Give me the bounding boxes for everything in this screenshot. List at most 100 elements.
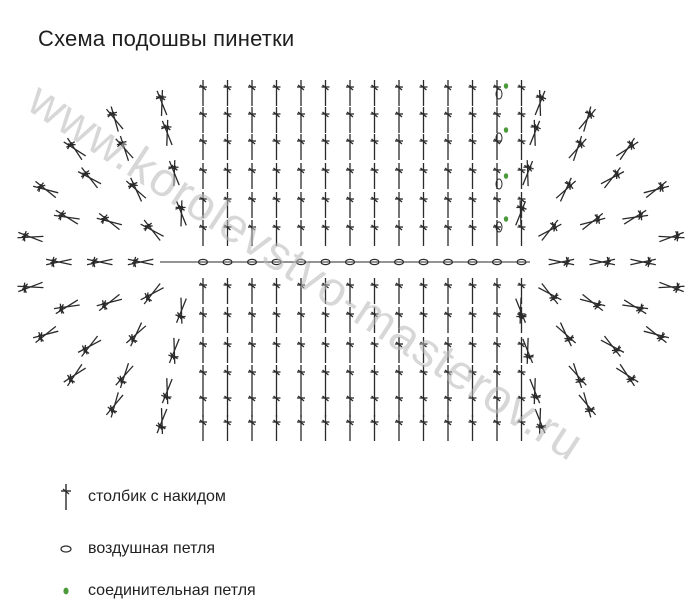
increase-stitch: [659, 281, 684, 294]
double-crochet-stitch: [272, 307, 281, 333]
double-crochet-stitch: [223, 192, 232, 218]
increase-stitch: [175, 298, 187, 323]
double-crochet-stitch: [272, 134, 281, 160]
double-crochet-stitch: [419, 278, 428, 304]
double-crochet-stitch: [444, 163, 452, 189]
double-crochet-stitch: [395, 220, 403, 246]
increase-stitch: [53, 303, 80, 312]
double-crochet-stitch: [248, 107, 256, 133]
double-crochet-stitch: [248, 415, 256, 441]
increase-stitch: [534, 90, 547, 116]
double-crochet-stitch: [517, 163, 526, 189]
double-crochet-stitch: [517, 80, 526, 106]
double-crochet-stitch: [272, 220, 281, 246]
increase-stitch: [522, 160, 534, 186]
double-crochet-stitch: [419, 192, 428, 218]
increase-stitch: [158, 89, 167, 116]
double-crochet-stitch: [493, 278, 501, 304]
double-crochet-stitch: [321, 278, 330, 304]
legend-item-chain-stitch: воздушная петля: [54, 534, 215, 564]
double-crochet-stitch: [248, 220, 256, 246]
double-crochet-stitch: [223, 365, 232, 391]
double-crochet-stitch: [321, 192, 330, 218]
double-crochet-stitch: [223, 337, 232, 363]
double-crochet-stitch: [297, 220, 305, 246]
double-crochet-stitch: [468, 365, 477, 391]
double-crochet-stitch: [468, 163, 477, 189]
double-crochet-stitch: [297, 365, 305, 391]
double-crochet-stitch: [321, 307, 330, 333]
double-crochet-stitch: [346, 163, 354, 189]
double-crochet-stitch: [370, 134, 379, 160]
double-crochet-stitch: [517, 365, 526, 391]
double-crochet-stitch: [248, 80, 256, 106]
double-crochet-stitch: [395, 307, 403, 333]
increase-stitch: [63, 367, 87, 383]
double-crochet-stitch: [346, 278, 354, 304]
double-crochet-stitch: [419, 365, 428, 391]
double-crochet-stitch: [346, 220, 354, 246]
double-crochet-stitch: [321, 163, 330, 189]
increase-stitch: [177, 200, 186, 227]
double-crochet-stitch: [493, 163, 501, 189]
double-crochet-stitch: [370, 163, 379, 189]
double-crochet-stitch: [395, 391, 403, 417]
increase-stitch: [86, 256, 113, 266]
increase-stitch: [630, 258, 656, 268]
double-crochet-stitch: [297, 337, 305, 363]
double-crochet-stitch: [272, 80, 281, 106]
double-crochet-stitch: [370, 337, 379, 363]
double-crochet-stitch: [493, 415, 501, 441]
increase-stitch: [168, 338, 180, 364]
chain-stitch-icon: [54, 534, 78, 564]
double-crochet-stitch: [468, 415, 477, 441]
double-crochet-stitch: [370, 307, 379, 333]
double-crochet-stitch: [223, 278, 232, 304]
double-crochet-stitch: [419, 220, 428, 246]
double-crochet-stitch: [272, 365, 281, 391]
double-crochet-stitch: [272, 415, 281, 441]
double-crochet-stitch: [493, 192, 501, 218]
legend-label-double-crochet: столбик с накидом: [88, 488, 226, 505]
double-crochet-stitch: [444, 80, 452, 106]
double-crochet-stitch: [370, 192, 379, 218]
double-crochet-stitch: [297, 80, 305, 106]
double-crochet-stitch: [223, 163, 232, 189]
double-crochet-stitch: [199, 278, 207, 304]
double-crochet-stitch: [517, 391, 526, 417]
double-crochet-stitch: [493, 391, 501, 417]
double-crochet-stitch: [493, 220, 501, 246]
double-crochet-stitch: [395, 365, 403, 391]
double-crochet-stitch: [468, 307, 477, 333]
double-crochet-stitch: [419, 415, 428, 441]
double-crochet-stitch: [370, 80, 379, 106]
increase-stitch: [143, 219, 161, 241]
double-crochet-stitch: [272, 391, 281, 417]
double-crochet-stitch: [297, 107, 305, 133]
double-crochet-stitch: [395, 337, 403, 363]
increase-stitch: [516, 297, 525, 324]
double-crochet-stitch: [468, 192, 477, 218]
increase-stitch: [46, 256, 72, 266]
double-crochet-stitch: [199, 192, 207, 218]
double-crochet-stitch: [493, 365, 501, 391]
double-crochet-stitch: [444, 365, 452, 391]
slip-stitch-marker: [503, 216, 509, 222]
increase-stitch: [523, 337, 532, 364]
double-crochet-stitch: [248, 391, 256, 417]
double-crochet-stitch: [321, 365, 330, 391]
increase-stitch: [548, 258, 575, 268]
double-crochet-stitch: [346, 415, 354, 441]
double-crochet-stitch: [297, 391, 305, 417]
double-crochet-stitch: [419, 107, 428, 133]
increase-stitch: [35, 180, 57, 199]
increase-stitch: [538, 223, 562, 237]
double-crochet-stitch: [321, 107, 330, 133]
double-crochet-stitch: [419, 163, 428, 189]
increase-stitch: [140, 287, 164, 301]
slip-stitch-marker: [503, 173, 509, 179]
double-crochet-stitch: [419, 134, 428, 160]
double-crochet-stitch: [444, 391, 452, 417]
double-crochet-stitch: [370, 278, 379, 304]
double-crochet-stitch: [395, 80, 403, 106]
